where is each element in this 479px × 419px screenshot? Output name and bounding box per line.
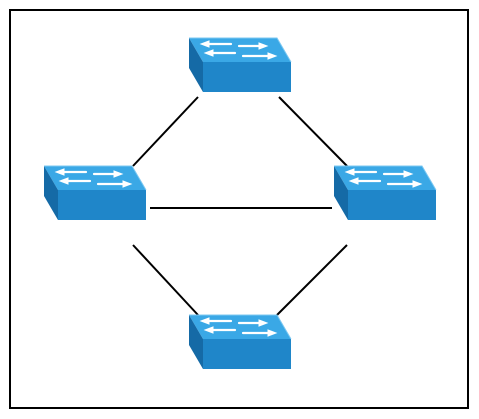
link-right-bottom	[276, 244, 348, 316]
link-left-bottom	[132, 244, 199, 316]
switch-top-icon	[187, 36, 293, 94]
link-top-right	[278, 96, 348, 167]
link-top-left	[132, 96, 199, 167]
switch-bottom-icon	[187, 313, 293, 371]
links-group	[132, 96, 348, 316]
switch-left-icon	[42, 164, 148, 222]
switch-right-icon	[332, 164, 438, 222]
